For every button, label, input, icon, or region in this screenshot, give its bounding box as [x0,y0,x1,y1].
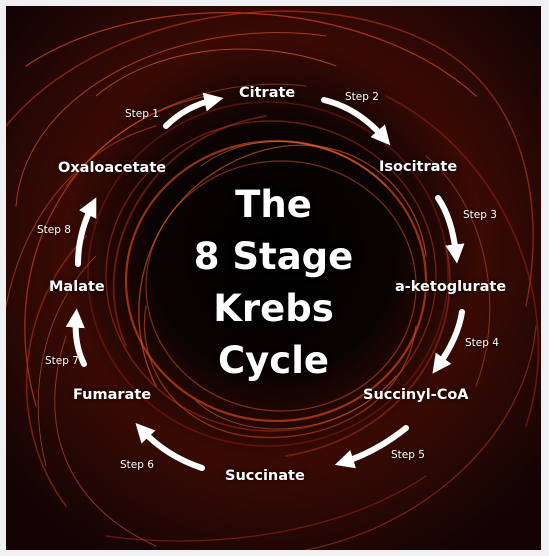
step-5-label: Step 5 [391,449,425,461]
step-2-label: Step 2 [345,91,379,103]
title-line-2: 8 Stage [193,235,354,278]
step-1-label: Step 1 [125,108,159,120]
compound-fumarate: Fumarate [73,387,152,403]
compound-a-ketoglutarate: a-ketoglurate [395,279,507,295]
compound-malate: Malate [49,279,105,295]
step-3-label: Step 3 [463,209,497,221]
compound-succinyl-coa: Succinyl-CoA [363,387,469,403]
step-3-arrow [435,195,465,264]
title-line-4: Cycle [218,339,329,382]
title-line-1: The [235,183,312,226]
step-4-arrow [432,309,465,374]
step-7-label: Step 7 [45,355,79,367]
step-6-label: Step 6 [120,459,154,471]
compound-succinate: Succinate [225,468,305,484]
step-4-label: Step 4 [465,337,499,349]
cycle-arrows [65,92,465,471]
step-1-arrow [163,92,224,129]
compound-oxaloacetate: Oxaloacetate [58,160,167,176]
step-7-arrow [65,308,87,367]
krebs-cycle-diagram: The 8 Stage Krebs Cycle Citrate Isocitra… [6,6,541,550]
compound-isocitrate: Isocitrate [379,159,458,175]
swirl-background [6,6,541,550]
step-8-label: Step 8 [37,224,71,236]
step-5-arrow [334,425,409,469]
title-line-3: Krebs [213,287,334,330]
compound-citrate: Citrate [239,85,296,101]
step-2-arrow [321,97,391,146]
swirl-lines [6,10,540,550]
step-6-arrow [135,422,205,471]
step-8-arrow [75,197,97,267]
